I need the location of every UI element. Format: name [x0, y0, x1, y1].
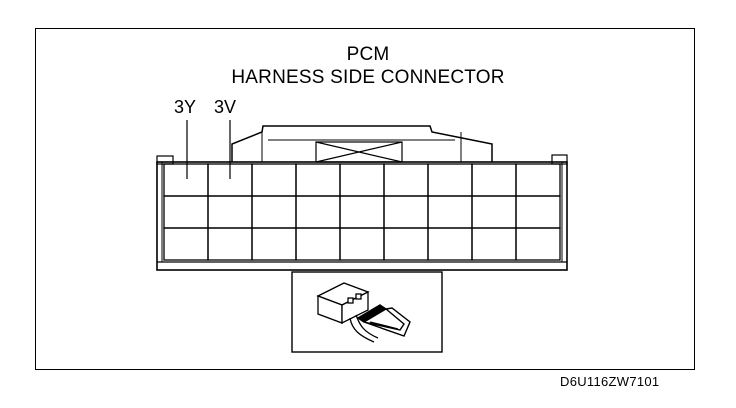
- pin-cavity: [339, 195, 385, 229]
- pin-cavity: [163, 227, 209, 261]
- pin-cavity: [339, 227, 385, 261]
- pin-cavity: [471, 163, 517, 197]
- pin-cavity: [471, 227, 517, 261]
- connector-body: [156, 161, 568, 271]
- pin-cavity: [515, 195, 561, 229]
- pin-cavity: [339, 163, 385, 197]
- pin-cavity: [515, 163, 561, 197]
- probe-arrow-icon: [356, 304, 411, 337]
- pin-cavity: [427, 195, 473, 229]
- pin-cavity: [163, 195, 209, 229]
- pin-cavity: [251, 227, 297, 261]
- connector-tab-left: [156, 155, 174, 165]
- pin-label-3v: 3V: [214, 97, 237, 117]
- pin-label-3y: 3Y: [174, 97, 197, 117]
- connector-lock-housing: [231, 125, 493, 162]
- pin-cavity: [295, 195, 341, 229]
- diagram-title: PCM: [346, 44, 390, 65]
- pin-cavity: [251, 195, 297, 229]
- pin-cavity: [207, 195, 253, 229]
- pin-cavity: [427, 163, 473, 197]
- connector-latch: [315, 141, 403, 163]
- figure-code: D6U116ZW7101: [560, 374, 660, 389]
- pin-cavity: [383, 195, 429, 229]
- connector-lock-housing-inner: [261, 132, 462, 162]
- diagram-subtitle: HARNESS SIDE CONNECTOR: [231, 67, 505, 88]
- pin-cavity: [427, 227, 473, 261]
- connector-pin-grid: [163, 163, 561, 261]
- pin-cavity: [251, 163, 297, 197]
- diagram-frame: [35, 28, 695, 370]
- pin-cavity: [383, 163, 429, 197]
- pin-cavity: [295, 227, 341, 261]
- pin-cavity: [295, 163, 341, 197]
- pin-cavity: [471, 195, 517, 229]
- pin-cavity: [207, 227, 253, 261]
- connector-icon: [316, 282, 379, 343]
- pin-cavity: [515, 227, 561, 261]
- pin-cavity: [383, 227, 429, 261]
- pin-cavity: [163, 163, 209, 197]
